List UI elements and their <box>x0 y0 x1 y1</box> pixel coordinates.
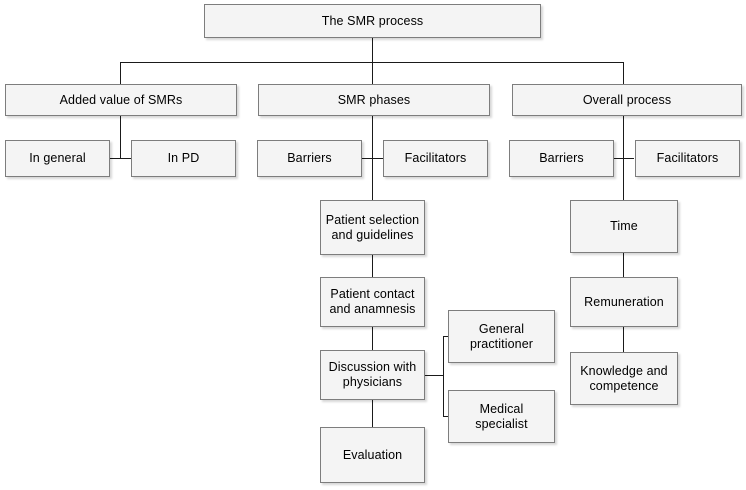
edge-root-distributor <box>120 62 623 63</box>
node-phase-patient-contact-and-anamnesis[interactable]: Patient contact and anamnesis <box>320 277 425 327</box>
node-overall-process-facilitators[interactable]: Facilitators <box>635 140 740 177</box>
node-physician-general-practitioner[interactable]: General practitioner <box>448 310 555 363</box>
node-overall-knowledge-and-competence[interactable]: Knowledge and competence <box>570 352 678 405</box>
node-smr-phases[interactable]: SMR phases <box>258 84 490 116</box>
edge-root-stem <box>372 38 373 63</box>
node-root-smr-process[interactable]: The SMR process <box>204 4 541 38</box>
node-added-value-in-general[interactable]: In general <box>5 140 110 177</box>
node-smr-phases-barriers[interactable]: Barriers <box>257 140 362 177</box>
edge-time-to-remuneration <box>623 253 624 277</box>
edge-selection-to-contact <box>372 255 373 277</box>
node-phase-discussion-with-physicians[interactable]: Discussion with physicians <box>320 350 425 400</box>
node-phase-patient-selection-and-guidelines[interactable]: Patient selection and guidelines <box>320 200 425 255</box>
edge-contact-to-discussion <box>372 327 373 350</box>
edge-drop-smr-phases <box>372 62 373 84</box>
edge-overall-process-tie <box>613 158 634 159</box>
edge-drop-overall-process <box>623 62 624 84</box>
edge-smr-phases-tie <box>362 158 383 159</box>
edge-drop-added-value <box>120 62 121 84</box>
edge-added-value-stem <box>120 116 121 159</box>
node-overall-process-barriers[interactable]: Barriers <box>509 140 614 177</box>
edge-discussion-bracket-spine <box>443 336 444 416</box>
node-overall-remuneration[interactable]: Remuneration <box>570 277 678 327</box>
node-physician-medical-specialist[interactable]: Medical specialist <box>448 390 555 443</box>
edge-added-value-tie <box>110 158 131 159</box>
edge-bracket-to-medical-specialist <box>443 416 449 417</box>
node-smr-phases-facilitators[interactable]: Facilitators <box>383 140 488 177</box>
node-added-value-of-smrs[interactable]: Added value of SMRs <box>5 84 237 116</box>
node-added-value-in-pd[interactable]: In PD <box>131 140 236 177</box>
edge-bracket-to-general-practitioner <box>443 336 449 337</box>
edge-discussion-to-evaluation <box>372 400 373 427</box>
node-overall-time[interactable]: Time <box>570 200 678 253</box>
edge-remuneration-to-knowledge <box>623 327 624 352</box>
node-phase-evaluation[interactable]: Evaluation <box>320 427 425 483</box>
edge-discussion-bracket-stem <box>425 375 444 376</box>
node-overall-process[interactable]: Overall process <box>512 84 742 116</box>
